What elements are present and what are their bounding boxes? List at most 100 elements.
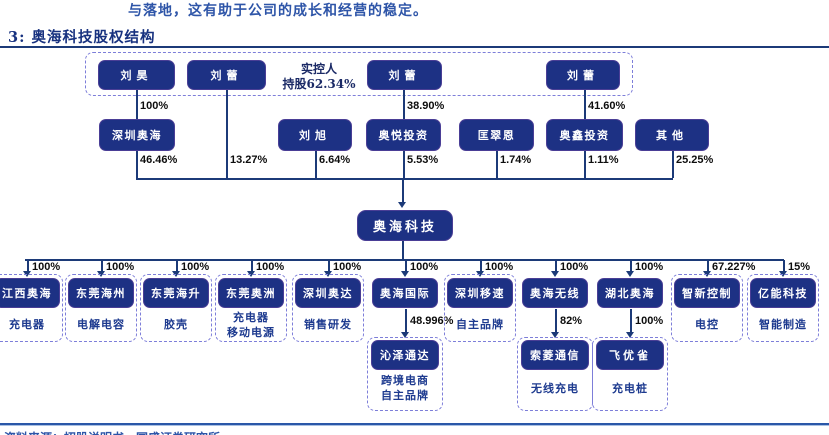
connector-line bbox=[25, 259, 784, 261]
title-divider bbox=[0, 46, 829, 48]
shareholder-name: 刘昊 bbox=[120, 69, 153, 82]
subsidiary-box: 奥海国际 bbox=[372, 278, 438, 308]
sub-subsidiary-box: 飞优雀 bbox=[596, 340, 664, 370]
stake-label: 1.11% bbox=[588, 154, 619, 166]
connector-line bbox=[584, 151, 586, 178]
stake-label: 100% bbox=[410, 261, 439, 273]
company-box-aohai-technology: 奥海科技 bbox=[357, 210, 453, 241]
shareholder-name: 刘旭 bbox=[299, 129, 331, 142]
stake-label: 6.64% bbox=[319, 154, 351, 166]
shareholder-box-shenzhen-aohai: 深圳奥海 bbox=[99, 119, 175, 151]
business-label: 自主品牌 bbox=[456, 318, 504, 331]
arrow-head-icon bbox=[551, 271, 559, 277]
business-label: 充电器 bbox=[9, 318, 45, 331]
subsidiary-box: 东莞海升 bbox=[143, 278, 209, 308]
connector-line bbox=[251, 260, 253, 272]
connector-line bbox=[27, 260, 29, 272]
business-label: 智能制造 bbox=[759, 318, 807, 331]
subsidiary-outline bbox=[292, 274, 364, 342]
connector-line bbox=[630, 260, 632, 272]
stake-label: 48.996% bbox=[410, 315, 454, 327]
shareholder-name: 深圳奥海 bbox=[112, 129, 162, 142]
stake-label: 1.74% bbox=[500, 154, 532, 166]
subsidiary-box: 深圳奥达 bbox=[295, 278, 361, 308]
shareholder-box-liuhao: 刘昊 bbox=[98, 60, 175, 90]
controllers-group-outline bbox=[85, 52, 633, 96]
subsidiary-box: 东莞奥洲 bbox=[218, 278, 284, 308]
shareholder-name: 奥悦投资 bbox=[378, 129, 429, 142]
subsidiary-box: 智新控制 bbox=[674, 278, 740, 308]
controller-note-line2: 持股62.34% bbox=[282, 77, 356, 91]
stake-label: 100% bbox=[560, 261, 589, 273]
business-label: 跨境电商 自主品牌 bbox=[381, 374, 429, 402]
arrow-head-icon bbox=[551, 332, 559, 338]
subsidiary-box: 江西奥海 bbox=[0, 278, 60, 308]
connector-line bbox=[136, 151, 138, 178]
source-attribution: 资料来源：招股说明书，国盛证券研究所 bbox=[4, 429, 220, 435]
stake-label: 100% bbox=[32, 261, 61, 273]
stake-label: 100% bbox=[181, 261, 210, 273]
connector-line bbox=[403, 151, 405, 178]
sub-subsidiary-box: 沁泽通达 bbox=[371, 340, 439, 370]
connector-line bbox=[226, 90, 228, 178]
shareholder-box-aoxin-investment: 奥鑫投资 bbox=[546, 119, 623, 151]
connector-line bbox=[630, 309, 632, 333]
stake-label: 82% bbox=[560, 315, 583, 327]
shareholder-box-liulei-2: 刘蕾 bbox=[367, 60, 442, 90]
shareholder-name: 刘蕾 bbox=[210, 69, 243, 82]
shareholder-name: 刘蕾 bbox=[567, 69, 599, 82]
stake-label: 100% bbox=[256, 261, 285, 273]
connector-line bbox=[555, 260, 557, 272]
arrow-head-icon bbox=[398, 202, 406, 208]
shareholder-name: 刘蕾 bbox=[388, 69, 421, 82]
stake-label: 100% bbox=[635, 261, 664, 273]
shareholder-box-liulei-3: 刘蕾 bbox=[546, 60, 620, 90]
stake-label: 25.25% bbox=[676, 154, 714, 166]
stake-label: 67.227% bbox=[712, 261, 756, 273]
connector-line bbox=[496, 151, 498, 178]
stake-label: 100% bbox=[635, 315, 664, 327]
sub-subsidiary-box: 索菱通信 bbox=[521, 340, 589, 370]
connector-line bbox=[136, 178, 673, 180]
connector-line bbox=[176, 260, 178, 272]
subsidiary-outline bbox=[65, 274, 137, 342]
subsidiary-outline bbox=[747, 274, 819, 342]
arrow-head-icon bbox=[626, 332, 634, 338]
shareholder-name: 匡翠恩 bbox=[477, 129, 516, 142]
shareholder-box-aoyue-investment: 奥悦投资 bbox=[366, 119, 441, 151]
connector-line bbox=[405, 260, 407, 272]
subsidiary-box: 东莞海州 bbox=[68, 278, 134, 308]
connector-line bbox=[405, 309, 407, 333]
connector-line bbox=[480, 260, 482, 272]
business-label: 电解电容 bbox=[77, 318, 125, 331]
connector-line bbox=[136, 90, 138, 119]
connector-line bbox=[783, 260, 785, 272]
connector-line bbox=[402, 178, 404, 203]
subsidiary-outline bbox=[671, 274, 743, 342]
business-label: 销售研发 bbox=[304, 318, 352, 331]
figure-title: 3: 奥海科技股权结构 bbox=[8, 29, 156, 46]
subsidiary-box: 湖北奥海 bbox=[597, 278, 663, 308]
connector-line bbox=[402, 241, 404, 260]
subsidiary-outline bbox=[0, 274, 63, 342]
report-body-text: 与落地，这有助于公司的成长和经营的稳定。 bbox=[128, 3, 428, 19]
stake-label: 15% bbox=[788, 261, 811, 273]
stake-label: 38.90% bbox=[407, 100, 445, 112]
shareholder-box-kuangcuien: 匡翠恩 bbox=[459, 119, 534, 151]
subsidiary-outline bbox=[215, 274, 287, 342]
arrow-head-icon bbox=[401, 332, 409, 338]
connector-line bbox=[707, 260, 709, 272]
connector-line bbox=[403, 90, 405, 119]
business-label: 充电桩 bbox=[612, 382, 648, 395]
connector-line bbox=[315, 151, 317, 178]
shareholder-box-liuxu: 刘旭 bbox=[278, 119, 352, 151]
shareholder-name: 其他 bbox=[656, 129, 688, 142]
stake-label: 100% bbox=[140, 100, 169, 112]
stake-label: 100% bbox=[333, 261, 362, 273]
subsidiary-box: 深圳移速 bbox=[447, 278, 513, 308]
shareholder-name: 奥鑫投资 bbox=[559, 129, 610, 142]
business-label: 胶壳 bbox=[164, 318, 188, 331]
shareholder-box-liulei-1: 刘蕾 bbox=[187, 60, 266, 90]
stake-label: 100% bbox=[106, 261, 135, 273]
